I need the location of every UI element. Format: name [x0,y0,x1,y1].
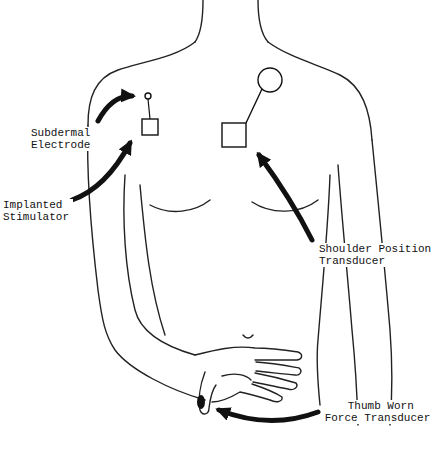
thumb-force-transducer [197,395,205,409]
torso-outline [140,185,165,335]
neck-line [258,0,268,42]
navel [243,335,253,338]
callout-label: Subdermal Electrode [30,127,101,151]
arm-outline [372,140,392,425]
arm-outline [88,125,205,400]
neck-line [195,0,203,42]
finger-outline [256,362,301,375]
body-outline [88,0,392,425]
callout-arrow [259,155,312,240]
transducer-pivot [258,68,282,92]
callout-arrow [98,96,132,121]
palm-crease [222,374,251,380]
arm-outline [124,175,195,355]
shoulder-position-transducer [222,123,246,147]
arm-outline [338,165,358,425]
callout-arrow [219,410,318,421]
transducer-arm [246,89,262,123]
implanted-stimulator [142,119,158,135]
callout-label: Implanted Stimulator [2,199,73,223]
callout-label: Thumb Worn Force Transducer [322,400,433,424]
finger-outline [212,384,282,402]
devices [142,68,282,409]
hand-outline [195,347,302,360]
shoulder-line [268,42,372,140]
subdermal-electrode [145,93,151,99]
chest-line [252,200,318,211]
shoulder-line [88,42,195,125]
electrode-lead [148,99,150,119]
callout-arrows [72,96,318,421]
callout-label: Shoulder Position Transducer [318,243,436,267]
torso-outline [317,175,330,405]
callout-arrow [72,143,130,200]
chest-line [150,200,210,211]
